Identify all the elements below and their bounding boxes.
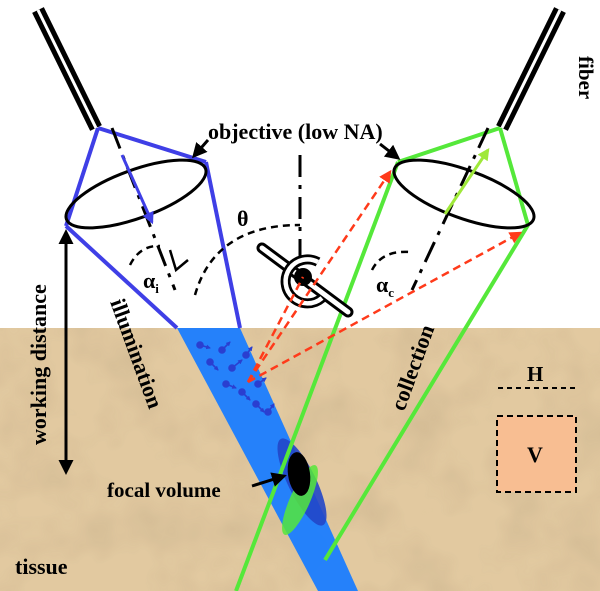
objective-lens-right [392,127,536,291]
v-label: V [527,442,543,467]
rotation-arrow-icon [256,242,354,318]
fiber-left [32,7,102,131]
illumination-cone [64,126,242,330]
alpha-i-tick [168,249,189,273]
objective-lens-left [64,127,208,291]
alpha-c-label: αc [376,272,394,300]
objective-pointer-right [379,142,401,160]
scatter-particles [196,341,275,416]
objective-label: objective (low NA) [208,119,383,144]
v-box [496,415,577,493]
fiber-right [496,7,566,131]
angle-arcs [128,223,411,296]
tissue-label: tissue [15,554,68,579]
scatter-paths [246,169,523,384]
fiber-right-label: fiber [574,56,598,99]
objective-pointer-left [192,139,210,159]
focal-volume-ellipse [287,452,311,496]
focal-volume-pointer [251,472,287,488]
working-distance-label: working distance [26,284,51,445]
focal-volume-label: focal volume [107,478,221,502]
alpha-i-label: αi [143,268,159,296]
theta-label: θ [237,206,248,231]
h-label: H [527,362,543,386]
